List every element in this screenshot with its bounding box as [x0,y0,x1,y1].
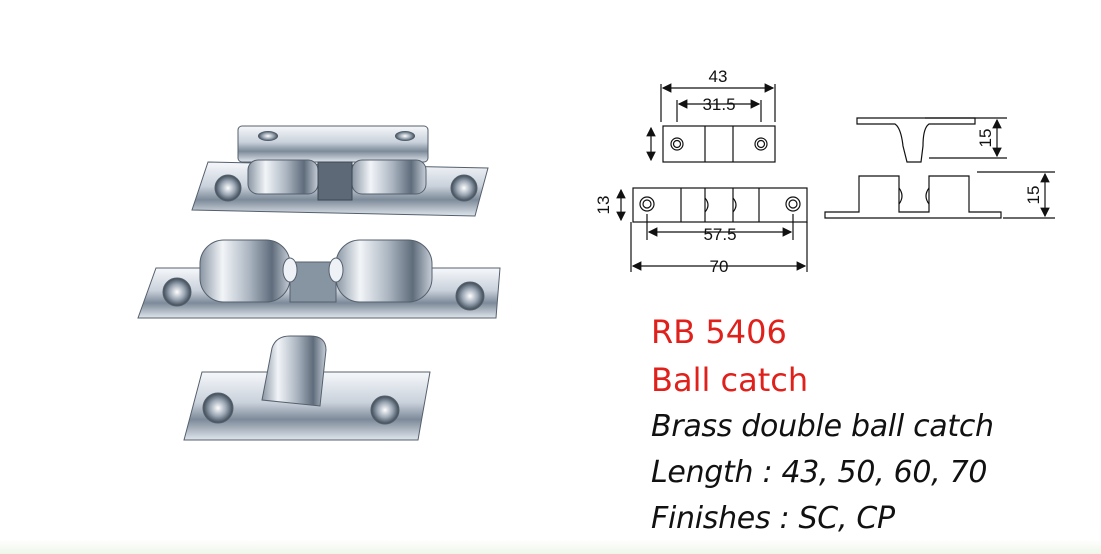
dim-70: 70 [710,257,729,276]
dim-15-top: 15 [976,129,995,148]
strike-plate-part [183,335,431,441]
dim-57-5: 57.5 [703,225,736,244]
top-view-short [646,83,776,163]
product-info: RB 5406 Ball catch Brass double ball cat… [651,308,994,542]
catch-middle-part [137,239,501,319]
product-lengths: Length : 43, 50, 60, 70 [651,455,988,490]
product-description: Brass double ball catch [651,409,994,444]
product-finishes: Finishes : SC, CP [651,501,895,536]
product-code: RB 5406 [651,313,787,351]
side-view-strike [856,117,1007,163]
product-photo [137,125,501,441]
top-view-long [616,187,808,272]
catch-top-part [191,125,489,217]
technical-drawing: 43 31.5 13 57.5 70 15 15 [594,67,1055,276]
dim-31-5: 31.5 [702,95,735,114]
dim-43: 43 [709,67,728,86]
side-view-catch [824,171,1055,219]
dim-15-bottom: 15 [1024,186,1043,205]
bottom-fade [0,540,1101,554]
product-name: Ball catch [651,361,809,399]
dim-13: 13 [594,196,613,215]
